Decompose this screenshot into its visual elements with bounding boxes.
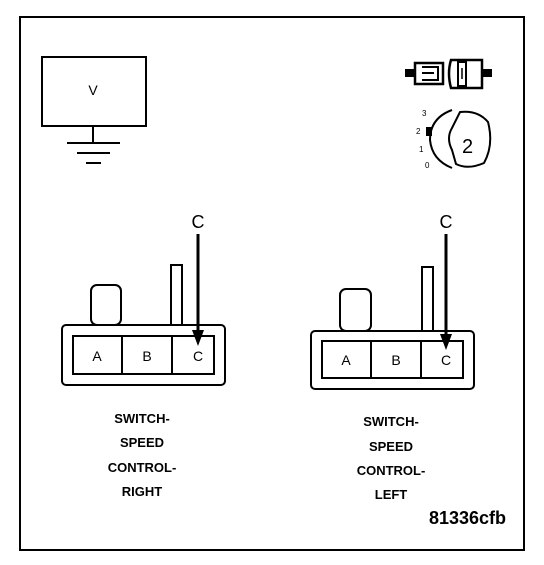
connector-left-caption-line-2: SPEED [369, 439, 413, 454]
connector-right: A B C C SWITCH- SPEED CONTROL- RIGHT [61, 212, 226, 499]
ignition-position-1: 1 [419, 145, 424, 154]
connector-right-pin-b: B [142, 348, 151, 364]
connector-left-pin-b: B [391, 352, 400, 368]
connector-left-pin-c: C [441, 352, 451, 368]
ignition-position-0: 0 [425, 161, 430, 170]
connector-right-cavity-c [171, 335, 215, 375]
connector-right-arrowhead [192, 330, 204, 346]
connector-right-callout-label: C [192, 212, 205, 232]
connector-left-callout-label: C [440, 212, 453, 232]
connector-left-pin-a: A [341, 352, 351, 368]
connector-left-cavity-c [420, 340, 464, 379]
connector-right-key [170, 264, 183, 326]
ground-icon [67, 142, 120, 164]
voltmeter-box [41, 56, 147, 127]
ignition-position-2: 2 [416, 127, 421, 136]
connector-left-key [421, 266, 434, 332]
connector-left-latch [339, 288, 372, 332]
ignition-switch-icon: 3 2 1 0 2 [416, 109, 492, 170]
ignition-position-selected: 2 [462, 136, 473, 158]
connector-right-pin-a: A [92, 348, 102, 364]
connector-right-caption-line-2: SPEED [120, 435, 164, 450]
connector-left-caption-line-3: CONTROL- [357, 463, 426, 478]
connector-left: A B C C SWITCH- SPEED CONTROL- LEFT [310, 212, 475, 502]
connector-disconnect-icon [405, 58, 492, 90]
connector-right-caption-line-1: SWITCH- [114, 411, 170, 426]
connector-left-caption-line-1: SWITCH- [363, 414, 419, 429]
connector-right-cavity-a [72, 335, 123, 375]
connector-right-caption-line-3: CONTROL- [108, 460, 177, 475]
connector-right-caption-line-4: RIGHT [122, 484, 163, 499]
reference-code: 81336cfb [429, 508, 506, 528]
connector-left-caption-line-4: LEFT [375, 487, 408, 502]
voltmeter-symbol: V [41, 56, 147, 164]
connector-right-pin-c: C [193, 348, 203, 364]
connector-right-latch [90, 284, 122, 326]
ignition-position-3: 3 [422, 109, 427, 118]
voltmeter-label: V [88, 82, 98, 98]
connector-left-arrowhead [440, 334, 452, 350]
